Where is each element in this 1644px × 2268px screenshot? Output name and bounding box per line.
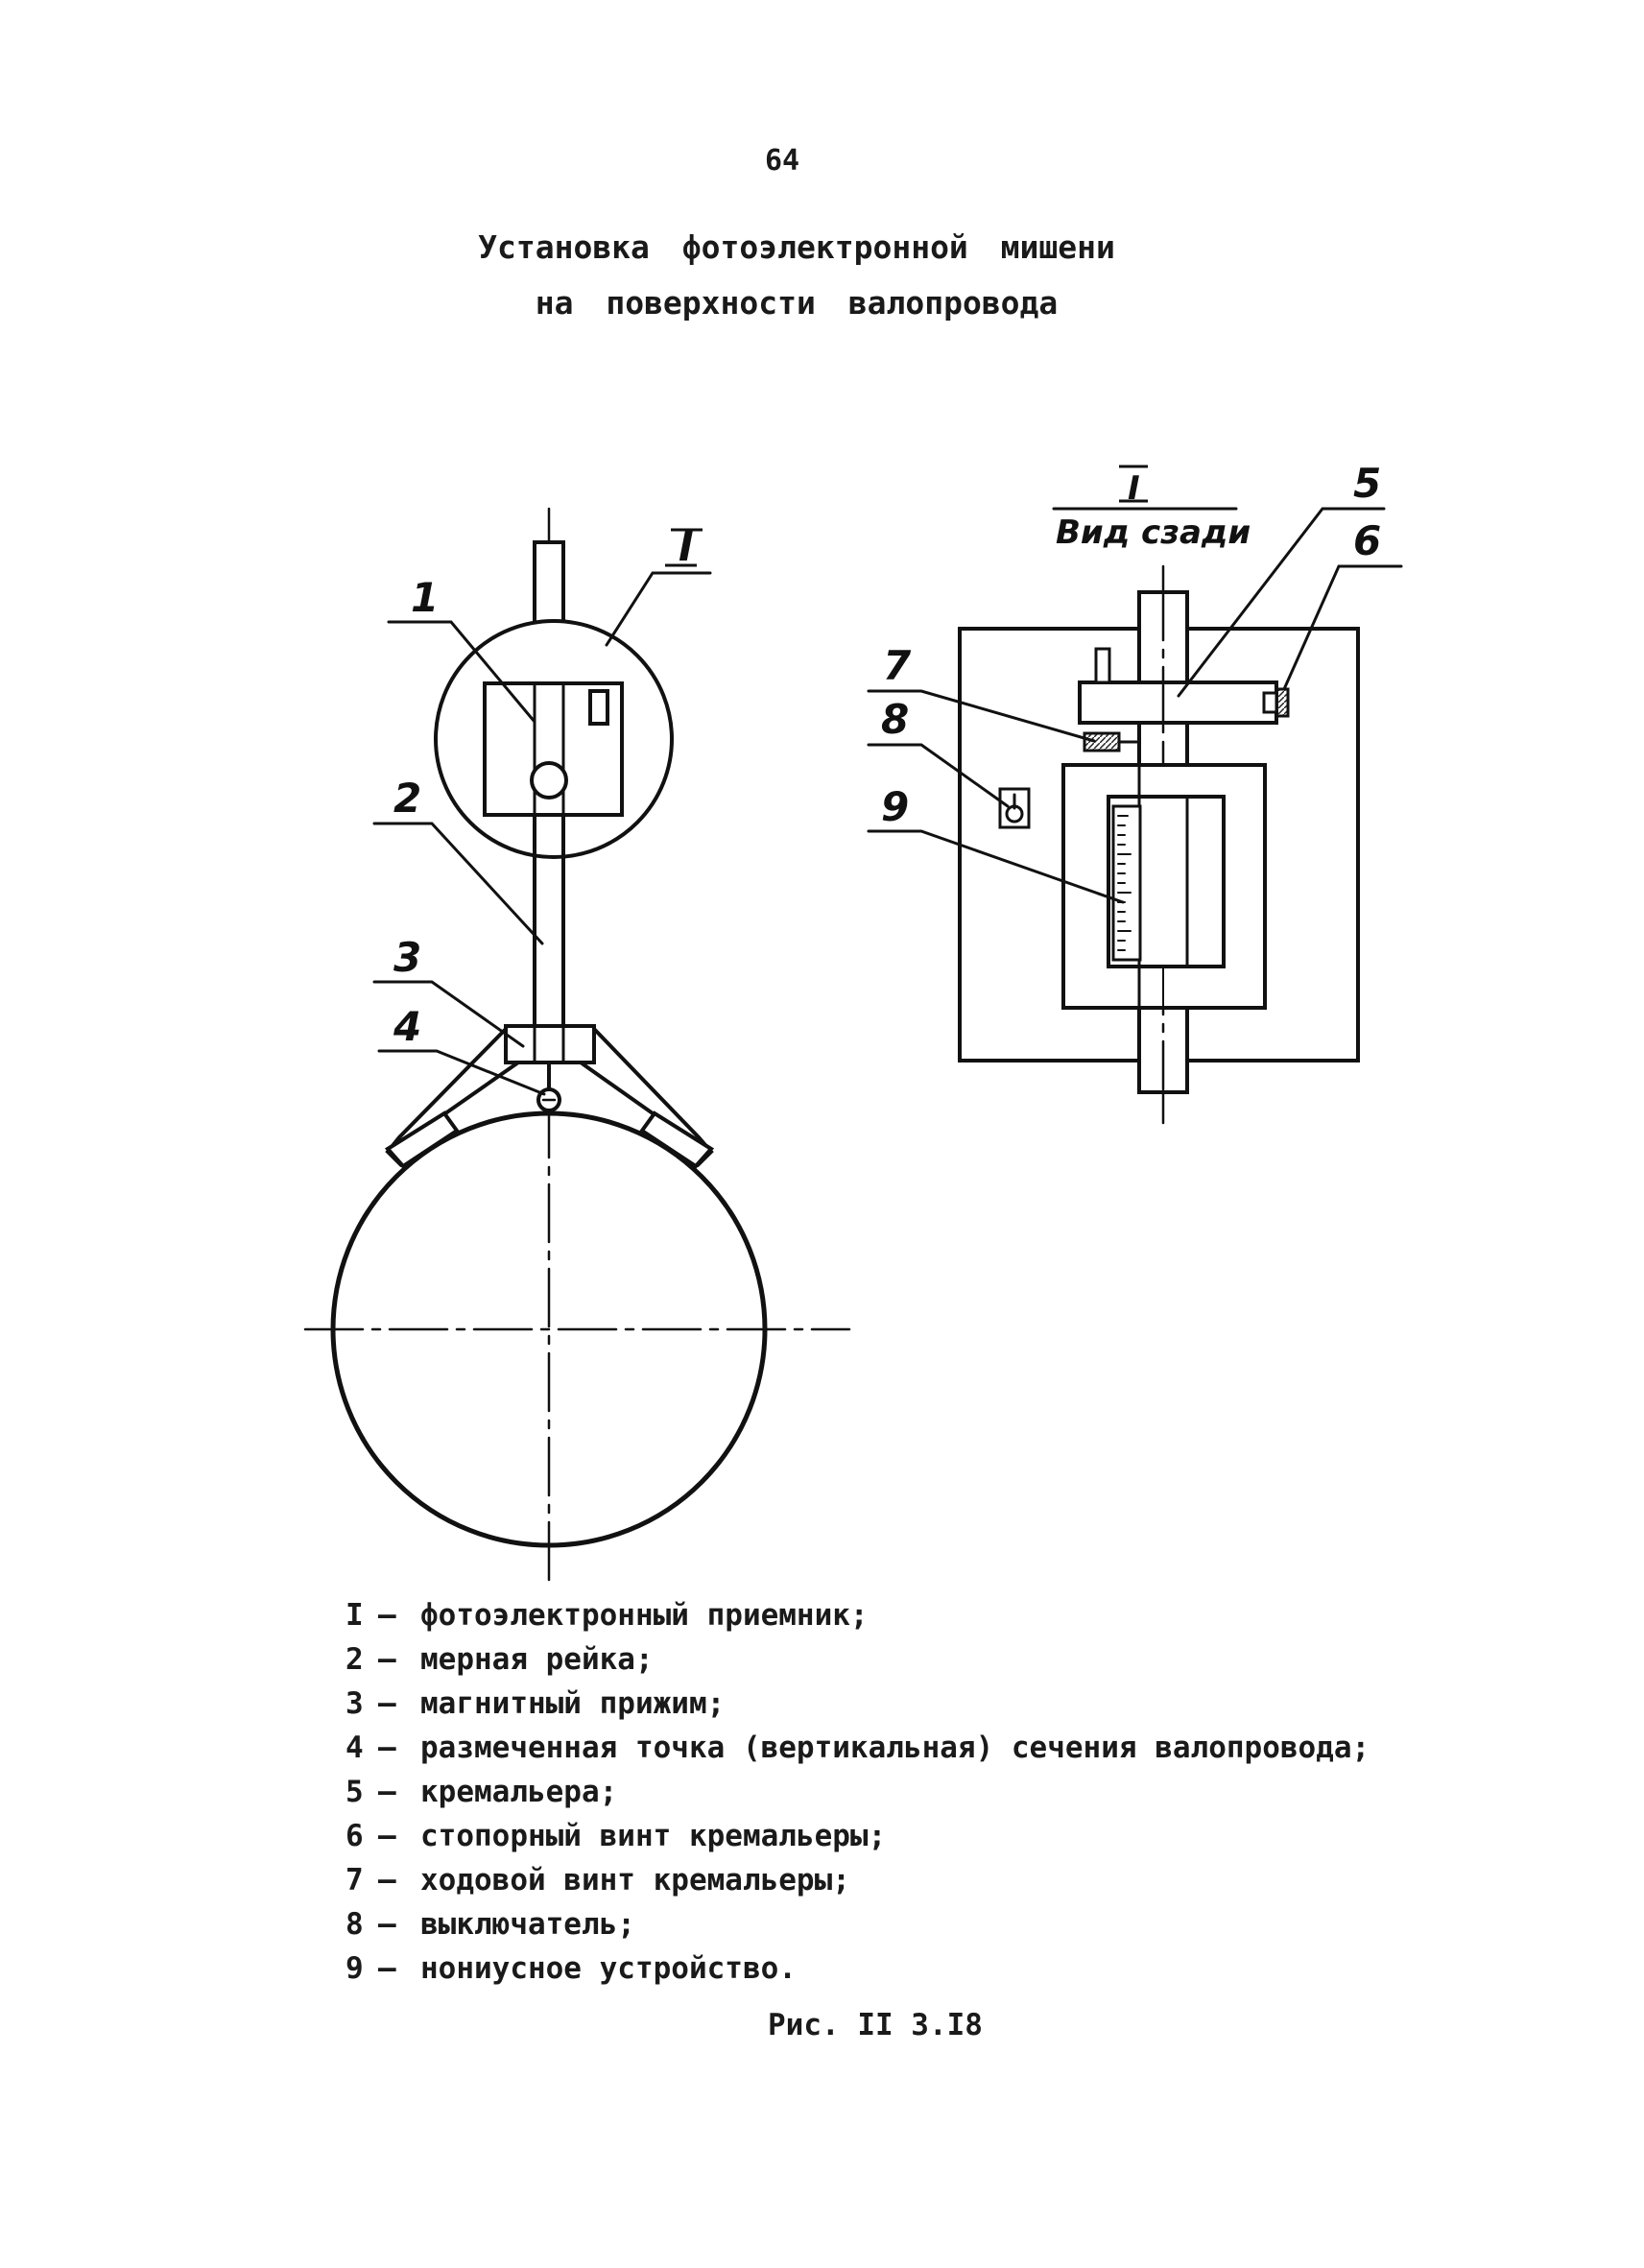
legend-dash: – (378, 1686, 396, 1721)
legend-key: I (345, 1598, 364, 1633)
leader-9 (867, 829, 1125, 904)
page-number: 64 (764, 144, 800, 178)
callout-1: 1 (411, 574, 439, 621)
legend-item: 5–кремальера; (345, 1770, 1370, 1814)
legend-item: 7–ходовой винт кремальеры; (345, 1858, 1370, 1902)
clamp-left-pad (384, 1110, 460, 1169)
legend-key: 3 (345, 1686, 364, 1721)
legend-item: 6–стопорный винт кремальеры; (345, 1814, 1370, 1858)
legend-key: 9 (345, 1951, 364, 1986)
leader-8 (867, 743, 1010, 808)
callout-7: 7 (883, 642, 912, 689)
legend-dash: – (378, 1951, 396, 1986)
callout-2: 2 (393, 775, 421, 822)
legend-text: стопорный винт кремальеры; (420, 1819, 887, 1853)
legend-key: 4 (345, 1731, 364, 1765)
figure-caption: Рис. II 3.I8 (768, 2008, 983, 2042)
legend-text: нониусное устройство. (420, 1951, 797, 1986)
view-label-text: Вид сзади (1056, 513, 1251, 552)
leader-6 (1282, 564, 1403, 691)
drive-screw (1083, 731, 1121, 752)
callout-6: 6 (1353, 517, 1381, 564)
legend-key: 7 (345, 1863, 364, 1898)
legend-text: кремальера; (420, 1775, 618, 1809)
legend-item: 3–магнитный прижим; (345, 1682, 1370, 1726)
clamp-right-pad (639, 1110, 715, 1169)
title-line-2: на поверхности валопровода (535, 284, 1059, 322)
legend-text: ходовой винт кремальеры; (420, 1863, 850, 1898)
leader-7 (867, 689, 1096, 743)
legend-key: 5 (345, 1775, 364, 1809)
legend-item: 4–размеченная точка (вертикальная) сечен… (345, 1726, 1370, 1770)
legend-key: 2 (345, 1642, 364, 1677)
stop-screw (1275, 687, 1290, 718)
legend-dash: – (378, 1731, 396, 1765)
rack-bar (1078, 680, 1278, 725)
legend-key: 6 (345, 1819, 364, 1853)
callout-5: 5 (1353, 460, 1381, 507)
legend-text: выключатель; (420, 1907, 635, 1942)
callout-I: I (679, 523, 694, 570)
legend-dash: – (378, 1863, 396, 1898)
leader-4 (377, 1049, 546, 1096)
leader-I (605, 571, 712, 647)
leader-3 (372, 980, 525, 1048)
receiver-lens (530, 761, 568, 800)
leader-2 (372, 822, 544, 945)
legend-text: размеченная точка (вертикальная) сечения… (420, 1731, 1370, 1765)
legend-item: 9–нониусное устройство. (345, 1946, 1370, 1991)
legend-item: 2–мерная рейка; (345, 1637, 1370, 1682)
legend-item: I–фотоэлектронный приемник; (345, 1593, 1370, 1637)
view-label-numeral: I (1128, 469, 1140, 508)
leader-5 (1177, 507, 1386, 698)
receiver-indicator (588, 689, 609, 726)
legend-key: 8 (345, 1907, 364, 1942)
callout-3: 3 (393, 934, 421, 981)
callout-9: 9 (881, 783, 909, 830)
rack-upright (1094, 647, 1111, 684)
legend-dash: – (378, 1819, 396, 1853)
shaft-circle (330, 1110, 768, 1548)
rear-view (867, 507, 1403, 1125)
legend-text: мерная рейка; (420, 1642, 654, 1677)
legend-dash: – (378, 1642, 396, 1677)
leader-1 (387, 620, 536, 724)
legend-list: I–фотоэлектронный приемник; 2–мерная рей… (345, 1593, 1370, 1991)
legend-dash: – (378, 1598, 396, 1633)
callout-4: 4 (393, 1003, 421, 1050)
callout-8: 8 (881, 696, 909, 743)
legend-text: магнитный прижим; (420, 1686, 726, 1721)
title-line-1: Установка фотоэлектронной мишени (478, 228, 1115, 266)
legend-dash: – (378, 1775, 396, 1809)
legend-item: 8–выключатель; (345, 1902, 1370, 1946)
front-view (303, 507, 851, 1586)
legend-dash: – (378, 1907, 396, 1942)
legend-text: фотоэлектронный приемник; (420, 1598, 869, 1633)
